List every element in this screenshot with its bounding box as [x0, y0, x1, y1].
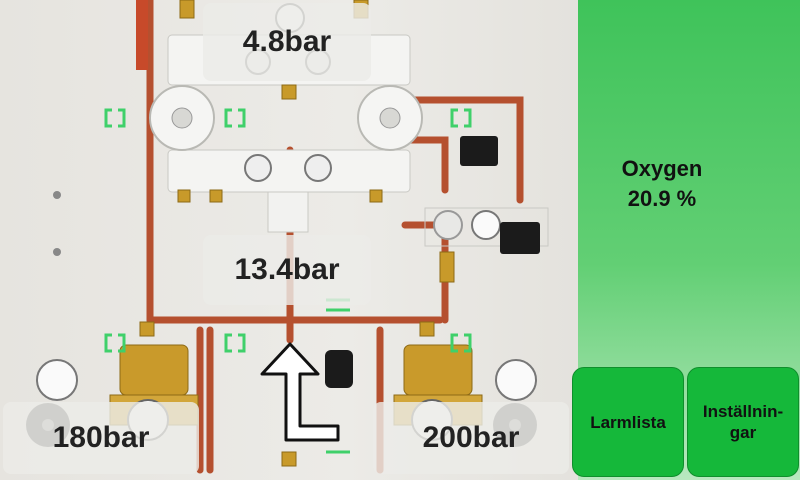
- gauge-right: [495, 359, 537, 401]
- solenoid-valve: [325, 350, 353, 388]
- pressure-label-middle: 13.4bar: [203, 235, 371, 305]
- gas-label: Oxygen: [621, 156, 703, 181]
- settings-button[interactable]: Inställnin- gar: [687, 367, 799, 477]
- settings-label: Inställnin- gar: [702, 402, 784, 442]
- pressure-label-right-cylinder: 200bar: [373, 402, 569, 474]
- pressure-label-top: 4.8bar: [203, 3, 371, 81]
- pressure-value-middle: 13.4bar: [234, 253, 340, 286]
- flow-direction-arrow: [260, 342, 340, 442]
- alarm-list-label: Larmlista: [590, 412, 666, 432]
- pressure-switch-right: [500, 222, 540, 254]
- pressure-label-left-cylinder: 180bar: [3, 402, 199, 474]
- oxygen-readout: Oxygen 20.9 %: [578, 154, 746, 214]
- pressure-switch-top: [460, 136, 498, 166]
- pressure-value-right: 200bar: [422, 421, 520, 454]
- gauge-left: [36, 359, 78, 401]
- alarm-list-button[interactable]: Larmlista: [572, 367, 684, 477]
- pressure-value-top: 4.8bar: [242, 25, 332, 58]
- gauge-sensor: [471, 210, 501, 240]
- gas-value: 20.9 %: [627, 186, 697, 211]
- gas-central-diagram: 4.8bar 13.4bar 180bar 200bar: [0, 0, 578, 480]
- pipe-right-loop: [401, 136, 449, 194]
- pressure-value-left: 180bar: [52, 421, 150, 454]
- pipe-top-right: [411, 96, 524, 204]
- lower-manifold: [167, 149, 411, 193]
- status-panel: Oxygen 20.9 % Larmlista Inställnin- gar: [572, 0, 800, 480]
